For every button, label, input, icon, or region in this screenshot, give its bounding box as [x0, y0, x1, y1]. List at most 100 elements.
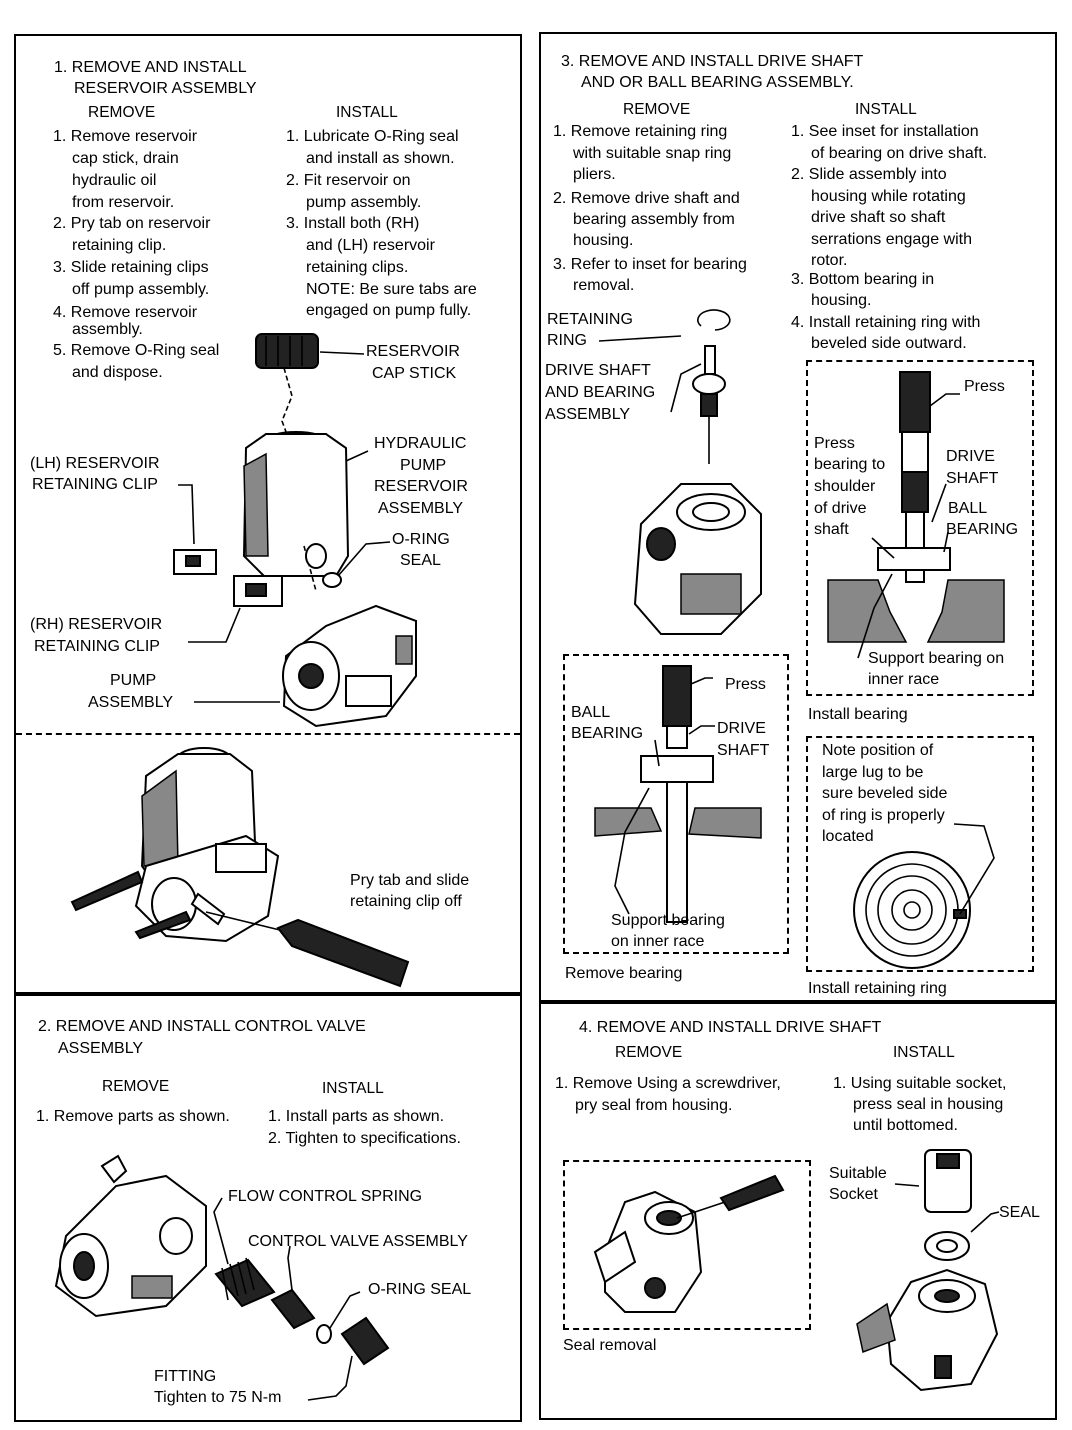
- panel-control-valve: 2. REMOVE AND INSTALL CONTROL VALVE ASSE…: [14, 994, 522, 1422]
- panel2-remove-header: REMOVE: [102, 1078, 170, 1095]
- remove-bearing-ball-1: BALL: [571, 704, 611, 721]
- install-bearing-note-4: of drive: [814, 500, 867, 517]
- label-lh-clip-2: RETAINING CLIP: [32, 476, 158, 493]
- panel4-install-step-3: until bottomed.: [853, 1117, 958, 1134]
- remove-bearing-caption: Remove bearing: [565, 965, 683, 982]
- panel3-remove-header: REMOVE: [623, 101, 691, 118]
- remove-bearing-ball-2: BEARING: [571, 725, 644, 742]
- pry-caption-2: retaining clip off: [350, 893, 462, 910]
- step-text: retaining clips.: [306, 259, 409, 276]
- step-text: 1. Lubricate O-Ring seal: [286, 128, 459, 145]
- step-text: cap stick, drain: [72, 150, 179, 167]
- step-text: 2. Slide assembly into: [791, 166, 947, 183]
- panel4-title: 4. REMOVE AND INSTALL DRIVE SHAFT: [579, 1019, 882, 1036]
- inset-install-bearing: Press Press bearing to shoulder of drive…: [806, 360, 1034, 696]
- install-ring-note-4: of ring is properly: [822, 807, 945, 824]
- install-bearing-note-5: shaft: [814, 521, 849, 538]
- panel1-install-header: INSTALL: [336, 104, 398, 121]
- label-cap-stick-2: CAP STICK: [372, 365, 457, 382]
- step-text: housing.: [573, 232, 634, 249]
- step-text: 2. Pry tab on reservoir: [53, 215, 211, 232]
- install-bearing-note-2: bearing to: [814, 456, 886, 473]
- step-text: 2. Remove drive shaft and: [553, 190, 740, 207]
- label-oring-seal: O-RING SEAL: [368, 1281, 472, 1298]
- step-text: 3. Install both (RH): [286, 215, 420, 232]
- install-bearing-ball-1: BALL: [948, 500, 988, 517]
- label-control-valve-assembly: CONTROL VALVE ASSEMBLY: [248, 1233, 468, 1250]
- label-oring-2: SEAL: [400, 552, 441, 569]
- pry-clip-illustration: [70, 747, 410, 988]
- label-suitable-socket-1: Suitable: [829, 1165, 887, 1182]
- panel3-title-line2: AND OR BALL BEARING ASSEMBLY.: [581, 74, 854, 91]
- step-text: 4. Remove reservoir: [53, 304, 198, 321]
- pry-caption-1: Pry tab and slide: [350, 872, 470, 889]
- install-ring-note-5: located: [822, 828, 874, 845]
- step-text: 2. Fit reservoir on: [286, 172, 411, 189]
- step-text: from reservoir.: [72, 194, 175, 211]
- step-text: 3. Slide retaining clips: [53, 259, 209, 276]
- install-bearing-illustration: [827, 371, 1005, 659]
- panel3-title-line1: 3. REMOVE AND INSTALL DRIVE SHAFT: [561, 53, 864, 70]
- label-cap-stick-1: RESERVOIR: [366, 343, 460, 360]
- label-pump-2: ASSEMBLY: [88, 694, 174, 711]
- remove-bearing-drive-1: DRIVE: [717, 720, 766, 737]
- panel3-install-header: INSTALL: [855, 101, 917, 118]
- step-text: serrations engage with: [811, 231, 972, 248]
- label-hydraulic-2: PUMP: [400, 457, 447, 474]
- panel4-remove-step-2: pry seal from housing.: [575, 1097, 733, 1114]
- step-text: hydraulic oil: [72, 172, 157, 189]
- panel1-title-line2: RESERVOIR ASSEMBLY: [74, 80, 257, 97]
- step-text: and (LH) reservoir: [306, 237, 435, 254]
- step-text: housing while rotating: [811, 188, 966, 205]
- install-bearing-drive-1: DRIVE: [946, 448, 995, 465]
- label-drive-shaft-1: DRIVE SHAFT: [545, 362, 651, 379]
- seal-removal-caption: Seal removal: [563, 1337, 657, 1354]
- panel1-title-line1: 1. REMOVE AND INSTALL: [54, 59, 247, 76]
- install-ring-caption: Install retaining ring: [808, 980, 947, 997]
- install-ring-note-3: sure beveled side: [822, 785, 948, 802]
- step-text: and install as shown.: [306, 150, 455, 167]
- label-fitting-torque: Tighten to 75 N-m: [154, 1389, 282, 1406]
- step-text: 5. Remove O-Ring seal: [53, 342, 220, 359]
- step-text: drive shaft so shaft: [811, 209, 946, 226]
- label-rh-clip-1: (RH) RESERVOIR: [30, 616, 163, 633]
- label-drive-shaft-3: ASSEMBLY: [545, 406, 631, 423]
- step-text: rotor.: [811, 252, 848, 269]
- step-text: 1. See inset for installation: [791, 123, 979, 140]
- panel4-remove-step-1: 1. Remove Using a screwdriver,: [555, 1075, 781, 1092]
- step-text: bearing assembly from: [573, 211, 735, 228]
- install-bearing-note-1: Press: [814, 435, 855, 452]
- panel-reservoir: 1. REMOVE AND INSTALL RESERVOIR ASSEMBLY…: [14, 34, 522, 994]
- label-flow-control-spring: FLOW CONTROL SPRING: [228, 1188, 423, 1205]
- panel4-install-step-2: press seal in housing: [853, 1096, 1004, 1113]
- step-text: of bearing on drive shaft.: [811, 145, 988, 162]
- drive-shaft-exploded-illustration: [598, 309, 762, 635]
- label-retaining-ring-2: RING: [547, 332, 587, 349]
- panel4-remove-header: REMOVE: [615, 1044, 683, 1061]
- inset-seal-removal: [563, 1160, 811, 1330]
- panel2-title-line1: 2. REMOVE AND INSTALL CONTROL VALVE: [38, 1018, 366, 1035]
- step-text: 1. Remove retaining ring: [553, 123, 728, 140]
- panel1-divider: [16, 733, 520, 735]
- panel2-install-step-2: 2. Tighten to specifications.: [268, 1130, 461, 1147]
- step-text: 3. Bottom bearing in: [791, 271, 935, 288]
- label-rh-clip-2: RETAINING CLIP: [34, 638, 160, 655]
- step-text: pliers.: [573, 166, 616, 183]
- remove-bearing-press: Press: [725, 676, 766, 693]
- panel1-remove-header: REMOVE: [88, 104, 156, 121]
- install-ring-illustration: [853, 823, 995, 969]
- install-bearing-support-2: inner race: [868, 671, 940, 688]
- panel2-install-header: INSTALL: [322, 1080, 384, 1097]
- panel4-install-step-1: 1. Using suitable socket,: [833, 1075, 1007, 1092]
- panel4-install-header: INSTALL: [893, 1044, 955, 1061]
- label-hydraulic-3: RESERVOIR: [374, 478, 468, 495]
- panel-drive-shaft-bearing: 3. REMOVE AND INSTALL DRIVE SHAFT AND OR…: [539, 32, 1057, 1002]
- install-bearing-caption: Install bearing: [808, 706, 908, 723]
- label-hydraulic-4: ASSEMBLY: [378, 500, 464, 517]
- label-hydraulic-1: HYDRAULIC: [374, 435, 467, 452]
- step-text: and dispose.: [72, 364, 163, 381]
- step-text: 1. Remove reservoir: [53, 128, 198, 145]
- remove-bearing-support-2: on inner race: [611, 933, 705, 950]
- panel2-install-step-1: 1. Install parts as shown.: [268, 1108, 445, 1125]
- step-text: NOTE: Be sure tabs are: [306, 281, 477, 298]
